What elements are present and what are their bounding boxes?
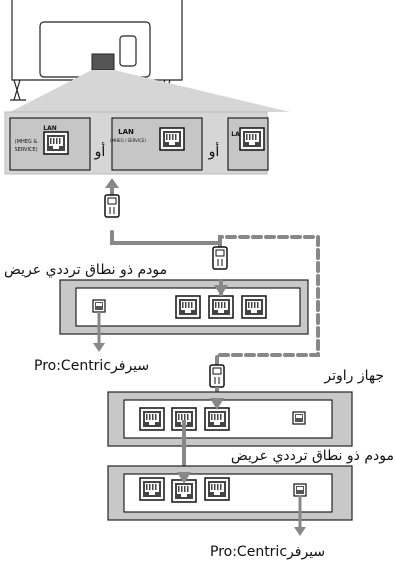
tv-lan-panel: LAN (MHEG & SERVICE) أو LAN (MHEG / SERV… [4, 111, 269, 175]
server-top-label: Pro:Centricسيرفر [34, 358, 149, 374]
lan-port-icon [175, 295, 201, 319]
or-separator-2: أو [208, 142, 220, 160]
lan-port-icon [204, 477, 230, 501]
lan-port-icon [208, 295, 234, 319]
router-device [107, 391, 353, 447]
broadband-modem-bottom [107, 465, 353, 521]
port3-title: LAN [231, 131, 245, 138]
server-bottom-label: Pro:Centricسيرفر [210, 544, 325, 560]
port1-subtitle-b: SERVICE) [14, 147, 37, 153]
lan-port-icon [139, 407, 165, 431]
lan-port-icon [241, 295, 267, 319]
small-port-icon [292, 411, 306, 425]
port2-subtitle: (MHEG / SERVICE) [110, 138, 146, 143]
small-port-icon [293, 483, 307, 497]
modem-bottom-label: مودم ذو نطاق ترددي عريض [231, 448, 394, 464]
port2-title: LAN [118, 128, 134, 136]
lan-port-icon [239, 127, 265, 151]
broadband-modem-top [59, 279, 309, 335]
modem-top-label: مودم ذو نطاق ترددي عريض [4, 262, 167, 278]
rj45-plug-icon [104, 194, 120, 218]
rj45-plug-icon [209, 364, 225, 388]
router-label: جهاز راوتر [323, 368, 384, 384]
rj45-plug-icon [212, 246, 228, 270]
port1-subtitle-a: (MHEG & [15, 139, 38, 145]
lan-port-icon [204, 407, 230, 431]
lan-port-icon [159, 127, 185, 151]
port1-title: LAN [43, 125, 57, 132]
lan-port-icon [139, 477, 165, 501]
tv-illustration [10, 0, 290, 112]
or-separator-1: أو [94, 142, 106, 160]
lan-port-icon [43, 131, 69, 155]
small-port-icon [92, 299, 106, 313]
